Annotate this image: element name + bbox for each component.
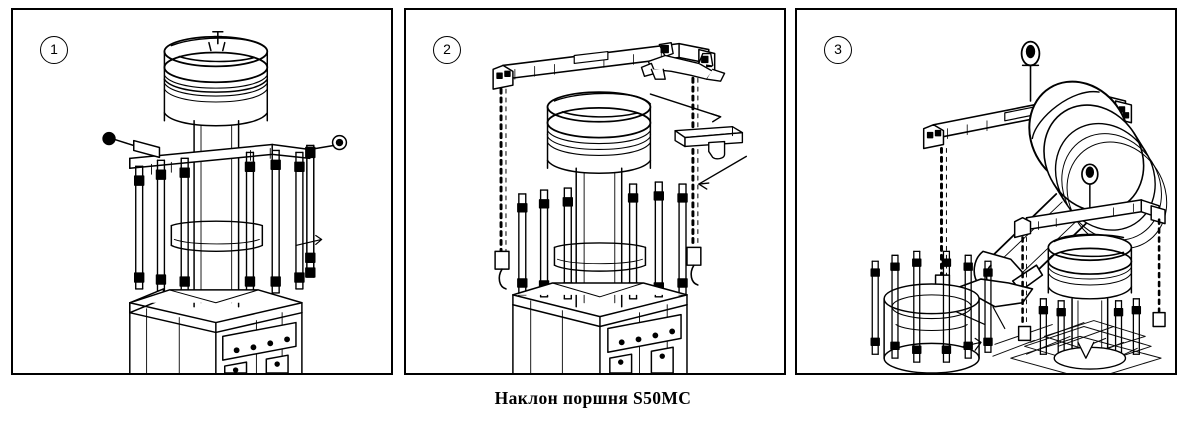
panel-3-illustration [870, 40, 1168, 373]
panel-badge-2: 2 [433, 36, 461, 64]
panel-1-illustration [102, 30, 348, 373]
panel-row: 1 [11, 8, 1177, 375]
panel-2-illustration [492, 41, 748, 373]
panel-lifting-beam-and-tools: 2 [404, 8, 786, 375]
panel-badge-3: 3 [824, 36, 852, 64]
panel-badge-1: 1 [40, 36, 68, 64]
panel-piston-in-cylinder-upright: 1 [11, 8, 393, 375]
panel-piston-tilted-and-landed: 3 [795, 8, 1177, 375]
figure-caption: Наклон поршня S50MC [494, 388, 692, 408]
